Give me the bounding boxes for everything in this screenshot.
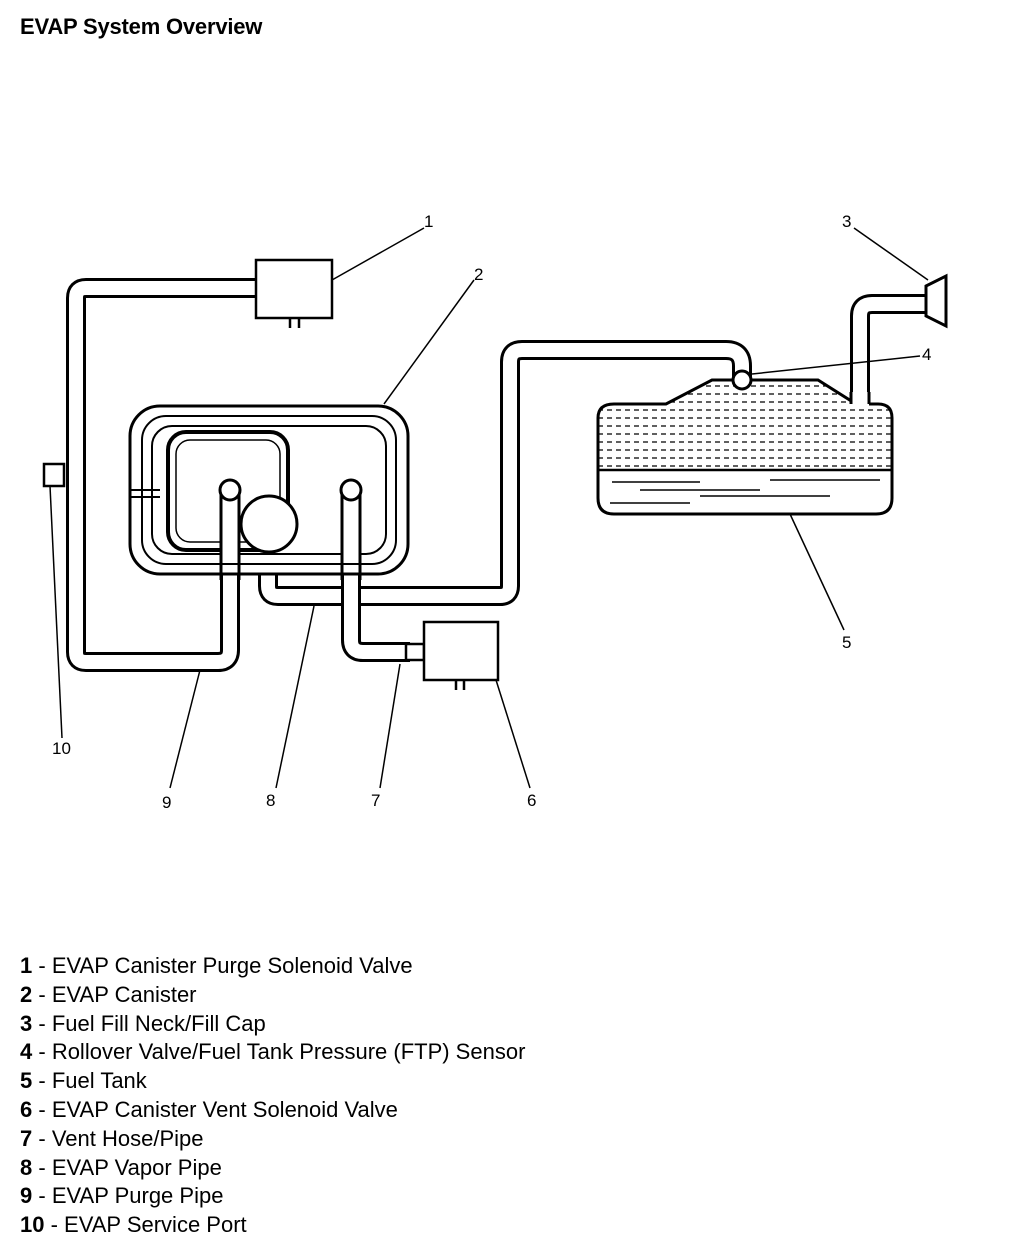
vent-solenoid-valve [404,620,500,690]
callout-8: 8 [266,791,275,810]
component-legend: 1 - EVAP Canister Purge Solenoid Valve 2… [20,952,525,1240]
callout-7: 7 [371,791,380,810]
rollover-valve [731,369,753,391]
service-port [42,462,66,488]
vapor-port [239,494,299,554]
callout-4: 4 [922,345,931,364]
legend-item: 3 - Fuel Fill Neck/Fill Cap [20,1010,266,1036]
vent-pipe [341,492,410,662]
callout-3: 3 [842,212,851,231]
callout-10: 10 [52,739,71,758]
legend-number: 5 [20,1068,33,1094]
legend-item: 9 - EVAP Purge Pipe [20,1183,224,1209]
callout-9: 9 [162,793,171,812]
legend-number: 3 [20,1010,33,1036]
pipes [66,278,928,672]
legend-text: Fuel Fill Neck/Fill Cap [51,1010,266,1036]
legend-text: EVAP Service Port [64,1212,247,1238]
legend-number: 6 [20,1096,33,1122]
legend-number: 1 [20,953,33,978]
legend-number: 4 [20,1039,33,1065]
legend-number: 9 [20,1183,33,1209]
legend-item: 2 - EVAP Canister [20,981,197,1007]
legend-item: 7 - Vent Hose/Pipe [20,1125,204,1151]
legend-item: 6 - EVAP Canister Vent Solenoid Valve [20,1096,398,1122]
fuel-tank [596,378,894,516]
evap-system-diagram: 1 2 3 4 5 6 7 8 9 10 [42,212,948,812]
legend-text: Vent Hose/Pipe [51,1125,204,1151]
vapor-space-hatch [598,385,892,467]
legend-number: 2 [20,981,33,1007]
callout-1: 1 [424,212,433,231]
legend-item: 1 - EVAP Canister Purge Solenoid Valve [20,953,413,978]
canister-ports [218,478,363,580]
legend-text: EVAP Purge Pipe [51,1183,224,1209]
vapor-pipe [258,340,752,606]
legend-text: EVAP Canister Vent Solenoid Valve [51,1096,398,1122]
leader-lines [49,227,929,789]
callout-6: 6 [527,791,536,810]
legend-item: 5 - Fuel Tank [20,1068,147,1094]
fill-neck-pipe [850,294,928,404]
legend-text: Rollover Valve/Fuel Tank Pressure (FTP) … [51,1039,526,1065]
legend-item: 10 - EVAP Service Port [20,1212,247,1238]
legend-item: 4 - Rollover Valve/Fuel Tank Pressure (F… [20,1039,526,1065]
legend-number: 8 [20,1154,33,1180]
purge-pipe [66,278,258,672]
purge-solenoid-valve [254,258,334,328]
legend-text: EVAP Canister [51,981,197,1007]
legend-number: 10 [20,1212,45,1238]
fill-cap [924,273,948,329]
callout-labels: 1 2 3 4 5 6 7 8 9 10 [52,212,931,812]
callout-2: 2 [474,265,483,284]
fuel-level-lines [610,479,880,504]
legend-text: EVAP Vapor Pipe [51,1154,222,1180]
evap-canister [128,404,410,576]
legend-text: Fuel Tank [51,1068,147,1094]
legend-number: 7 [20,1125,33,1151]
callout-5: 5 [842,633,851,652]
page-title: EVAP System Overview [20,14,263,39]
legend-item: 8 - EVAP Vapor Pipe [20,1154,222,1180]
legend-text: EVAP Canister Purge Solenoid Valve [51,953,413,978]
